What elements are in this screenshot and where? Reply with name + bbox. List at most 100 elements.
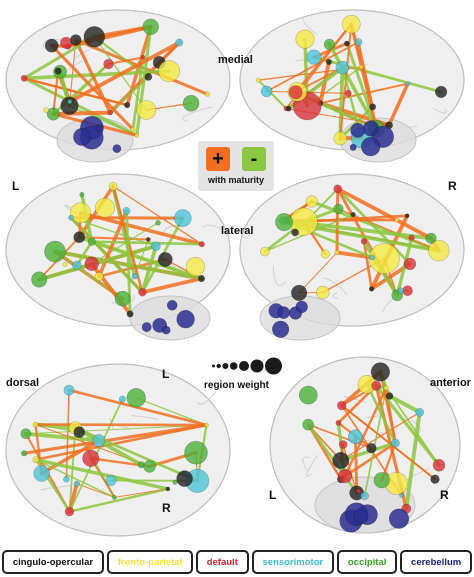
medial-left-region-node xyxy=(67,99,73,105)
medial-left-connection-edge xyxy=(67,40,182,104)
anterior-cerebellum-node xyxy=(353,508,369,524)
lateral-right-cerebellum-node xyxy=(295,300,308,314)
dorsal-region-node xyxy=(64,506,75,517)
lateral-left-region-node xyxy=(151,241,161,251)
network-label-occipital: occipital xyxy=(337,550,398,574)
anterior-side-label-left: L xyxy=(269,488,277,502)
medial-left-region-node xyxy=(136,100,157,120)
positive-maturity-swatch: + xyxy=(206,147,230,171)
dorsal-sulcus xyxy=(196,390,217,405)
medial-left-region-node xyxy=(20,74,28,82)
lateral-right-region-node xyxy=(369,254,376,261)
medial-left-connection-edge xyxy=(107,56,145,66)
dorsal-connection-edge xyxy=(23,431,101,443)
lateral-right-region-node xyxy=(316,285,330,300)
lateral-left-connection-edge xyxy=(112,185,203,245)
dorsal-region-node xyxy=(184,440,208,465)
lateral-left-region-node xyxy=(68,214,74,221)
lateral-left-cerebellum-node xyxy=(161,325,171,335)
anterior-region-node xyxy=(332,451,350,469)
lateral-right-cerebellum-node xyxy=(272,320,290,338)
medial-right-region-node xyxy=(255,77,262,83)
medial-right-region-node xyxy=(335,60,350,75)
anterior-region-node xyxy=(298,385,318,405)
medial-right-region-node xyxy=(333,131,348,146)
medial-right-region-node xyxy=(405,81,411,87)
dorsal-side-label-right: R xyxy=(162,501,171,515)
medial-left-region-node xyxy=(60,36,73,49)
medial-left-connection-edge xyxy=(93,35,150,78)
dorsal-connection-edge xyxy=(22,423,209,455)
medial-right-cerebellum-node xyxy=(350,122,366,138)
anterior-region-node xyxy=(415,407,425,417)
medial-left-connection-edge xyxy=(22,76,139,137)
lateral-left-region-node xyxy=(62,261,68,267)
lateral-left-region-node xyxy=(70,202,91,224)
lateral-right-connection-edge xyxy=(337,208,440,252)
lateral-left-region-node xyxy=(79,192,85,198)
anterior-connection-edge xyxy=(343,386,388,478)
lateral-left-region-node xyxy=(31,271,48,288)
anterior-region-node xyxy=(335,419,342,426)
medial-left-region-node xyxy=(158,60,181,83)
anterior-connection-edge xyxy=(363,387,388,497)
dorsal-region-node xyxy=(20,428,32,440)
medial-right-connection-edge xyxy=(327,42,379,131)
lateral-right-sulcus xyxy=(323,277,348,296)
anterior-region-node xyxy=(432,458,446,472)
dorsal-region-node xyxy=(63,384,75,396)
lateral-left-region-node xyxy=(126,310,134,318)
lateral-right-region-node xyxy=(320,249,330,259)
lateral-right-connection-edge xyxy=(298,251,338,294)
medial-right-cerebellum-node xyxy=(361,136,381,157)
lateral-left-region-node xyxy=(198,241,205,248)
region-weight-dot xyxy=(212,364,215,368)
lateral-right-region-node xyxy=(305,195,318,208)
dorsal-region-node xyxy=(32,421,39,428)
medial-left-sulcus xyxy=(182,106,213,122)
side-label-left: L xyxy=(12,179,20,193)
region-weight-dot xyxy=(216,363,221,369)
network-label-cerebellum: cerebellum xyxy=(400,550,473,574)
medial-right-region-node xyxy=(435,85,448,98)
region-weight-dot xyxy=(229,362,238,370)
lateral-right-connection-edge xyxy=(336,187,412,266)
medial-right-region-node xyxy=(358,64,364,70)
medial-left-region-node xyxy=(204,91,211,97)
medial-left-region-node xyxy=(107,109,113,116)
medial-right-sulcus xyxy=(432,108,448,114)
region-weight-label: region weight xyxy=(204,380,269,391)
lateral-right-region-node xyxy=(368,243,400,275)
medial-left-connection-edge xyxy=(52,69,60,116)
anterior-connection-edge xyxy=(340,404,437,481)
network-label-default: default xyxy=(195,550,249,574)
medial-left-connection-edge xyxy=(51,110,113,116)
dorsal-sulcus xyxy=(131,415,159,421)
lateral-right-region-node xyxy=(360,238,368,245)
dorsal-region-node xyxy=(176,470,193,487)
dorsal-region-node xyxy=(172,479,178,485)
medial-right-region-node xyxy=(288,85,303,100)
anterior-region-node xyxy=(370,362,391,382)
medial-right-connection-edge xyxy=(312,55,443,94)
lateral-left-region-node xyxy=(122,207,131,215)
dorsal-region-node xyxy=(21,450,28,457)
lateral-right-region-node xyxy=(291,228,299,237)
lateral-right-region-node xyxy=(394,217,400,223)
medial-right-region-node xyxy=(260,85,273,98)
lateral-left-cerebellum-node xyxy=(141,322,152,333)
medial-left-connection-edge xyxy=(68,104,138,137)
lateral-left-region-node xyxy=(174,209,192,227)
lateral-right-region-node xyxy=(260,246,270,257)
medial-left-connection-edge xyxy=(22,77,129,107)
dorsal-region-node xyxy=(73,480,81,487)
anterior-region-node xyxy=(360,491,369,501)
anterior-region-node xyxy=(390,438,400,448)
medial-right-connection-edge xyxy=(257,79,288,110)
medial-right-region-node xyxy=(343,40,350,47)
lateral-right-connection-edge xyxy=(395,235,414,298)
anterior-region-node xyxy=(371,380,382,391)
lateral-right-connection-edge xyxy=(335,186,433,241)
dorsal-connection-edge xyxy=(34,423,208,427)
medial-left-region-node xyxy=(182,95,200,112)
